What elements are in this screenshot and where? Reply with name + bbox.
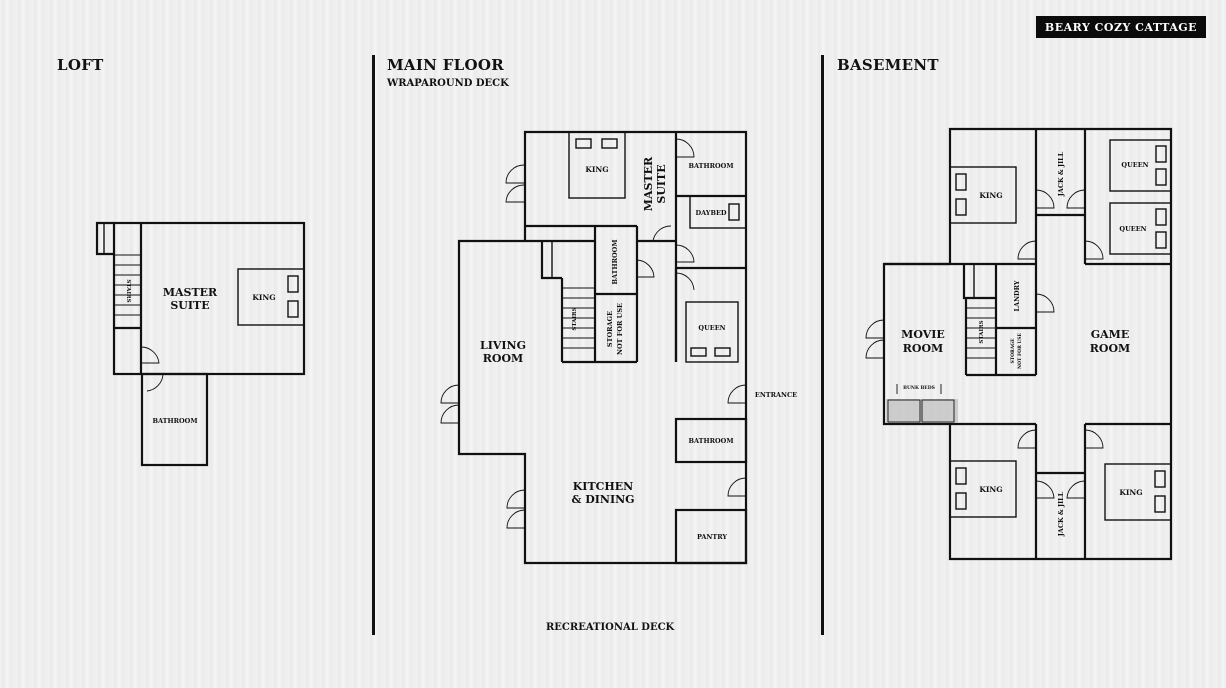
main-master-label-2: SUITE	[655, 164, 668, 203]
main-daybed-label: DAYBED	[695, 209, 726, 217]
basement-storage-label-1: STORAGE	[1010, 338, 1016, 364]
basement-movie-label-2: ROOM	[903, 342, 943, 355]
recreational-deck-label: RECREATIONAL DECK	[546, 622, 675, 633]
main-kitchen-label-2: & DINING	[571, 493, 634, 506]
main-master-label-1: MASTER	[642, 156, 655, 211]
basement-stairs-label: STAIRS	[979, 320, 985, 343]
main-storage-label-1: STORAGE	[606, 311, 614, 347]
main-queen-label: QUEEN	[698, 324, 725, 332]
basement-king-bl-label: KING	[979, 485, 1002, 494]
main-storage-label-2: NOT FOR USE	[616, 303, 624, 355]
basement-queen-2-label: QUEEN	[1119, 225, 1146, 233]
basement-storage-label-2: NOT FOR USE	[1017, 332, 1023, 369]
main-kitchen-label-1: KITCHEN	[573, 480, 633, 493]
main-floor-plan: KING MASTER SUITE BATHROOM DAYBED BATHRO…	[440, 130, 797, 565]
loft-heading: LOFT	[57, 56, 104, 74]
main-stairs-label: STAIRS	[572, 307, 578, 330]
loft-plan: MASTER SUITE KING STAIRS BATHROOM	[95, 221, 306, 467]
basement-jack-jill-top-label: JACK & JILL	[1057, 151, 1065, 197]
basement-bunk-beds-label: BUNK BEDS	[903, 385, 935, 391]
basement-game-label-1: GAME	[1091, 328, 1130, 341]
basement-heading: BASEMENT	[837, 56, 939, 74]
section-divider-right	[821, 55, 824, 635]
main-pantry-label: PANTRY	[697, 533, 727, 541]
main-living-label-1: LIVING	[480, 339, 526, 352]
main-floor-heading: MAIN FLOOR	[387, 56, 504, 74]
basement-king-tl-label: KING	[979, 191, 1002, 200]
basement-laundry-label: LANDRY	[1013, 280, 1021, 311]
basement-game-label-2: ROOM	[1090, 342, 1130, 355]
main-king-label: KING	[585, 165, 608, 174]
loft-bathroom-label: BATHROOM	[152, 417, 197, 425]
main-entrance-label: ENTRANCE	[755, 391, 797, 399]
basement-movie-label-1: MOVIE	[901, 328, 945, 341]
basement-king-br-label: KING	[1119, 488, 1142, 497]
loft-master-label-1: MASTER	[163, 286, 218, 299]
basement-plan: KING JACK & JILL QUEEN QUEEN MOVIE ROOM …	[865, 127, 1173, 561]
main-bathroom-top-label: BATHROOM	[688, 162, 733, 170]
loft-king-label: KING	[252, 293, 275, 302]
brand-badge: BEARY COZY CATTAGE	[1036, 16, 1206, 38]
basement-jack-jill-bottom-label: JACK & JILL	[1057, 491, 1065, 537]
main-living-label-2: ROOM	[483, 352, 523, 365]
basement-queen-1-label: QUEEN	[1121, 161, 1148, 169]
main-bathroom-mid-label: BATHROOM	[611, 239, 619, 284]
loft-stairs-label: STAIRS	[125, 279, 131, 302]
wraparound-deck-label: WRAPAROUND DECK	[387, 78, 509, 89]
main-bathroom-low-label: BATHROOM	[688, 437, 733, 445]
section-divider-left	[372, 55, 375, 635]
loft-master-label-2: SUITE	[170, 299, 209, 312]
